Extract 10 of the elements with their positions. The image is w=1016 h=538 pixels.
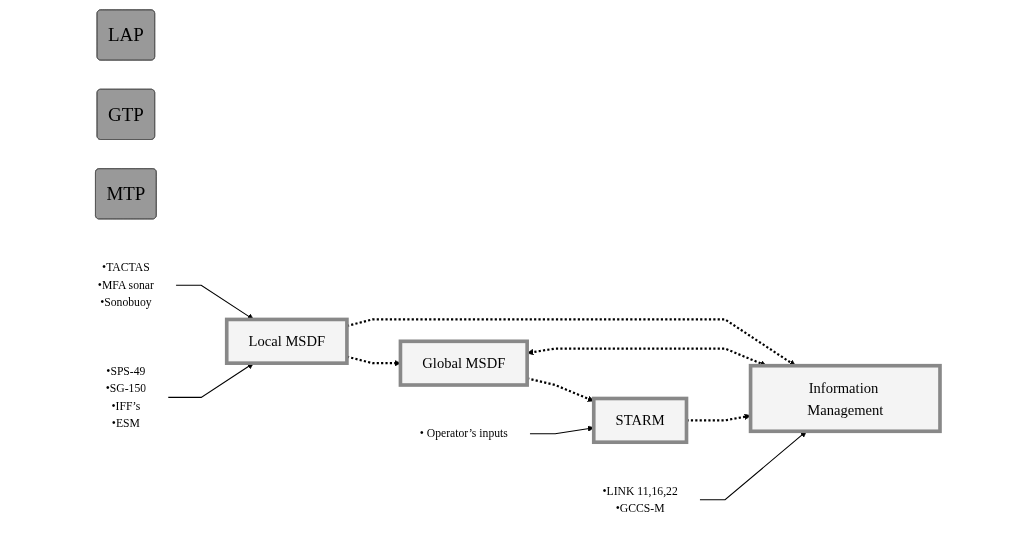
node-box: Information Management — [748, 363, 942, 434]
node-text: • Operator’s inputs — [419, 427, 508, 440]
node-box: Global MSDF — [398, 339, 529, 387]
node-box: STARM — [591, 396, 689, 445]
arrow — [175, 284, 254, 320]
arrow — [699, 431, 807, 501]
node-text: •TACTAS •MFA sonar •Sonobuoy — [97, 261, 154, 309]
node-text: •LINK 11,16,22 •GCCS-M — [602, 484, 678, 515]
node-text: •SPS-49 •SG-150 •IFF’s •ESM — [105, 364, 147, 430]
node-box: Local MSDF — [224, 317, 349, 365]
